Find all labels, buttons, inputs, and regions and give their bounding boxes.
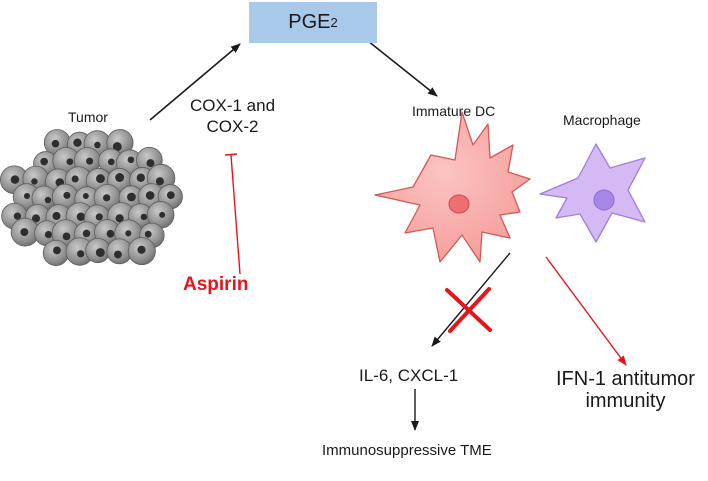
tumor-cell-nucleus	[95, 213, 103, 221]
tumor-cell-nucleus	[125, 230, 132, 237]
block-x-mark	[445, 287, 492, 333]
aspirin-label: Aspirin	[183, 274, 249, 295]
tumor-cell-nucleus	[106, 229, 115, 238]
tumor-cell-nucleus	[127, 192, 136, 202]
tumor-cell-cluster	[0, 129, 183, 267]
immature-dc-cell-icon	[374, 111, 531, 263]
macrophage-label: Macrophage	[563, 112, 641, 128]
pge2-subscript: 2	[330, 15, 338, 30]
arrow-pge2-to-dc	[357, 32, 438, 97]
tumor-cell-nucleus	[82, 192, 89, 199]
tme-label: Immunosuppressive TME	[322, 442, 492, 459]
tumor-cell-nucleus	[107, 158, 115, 166]
tumor-cell-nucleus	[31, 178, 38, 185]
tumor-cell-nucleus	[44, 231, 53, 239]
tumor-cell-nucleus	[146, 159, 155, 168]
tumor-cell-nucleus	[145, 191, 155, 200]
tumor-cell-nucleus	[23, 192, 31, 200]
tumor-cell-nucleus	[155, 177, 164, 186]
tumor-label: Tumor	[68, 109, 108, 125]
tumor-cell-nucleus	[10, 175, 20, 184]
macrophage-cell-icon	[539, 143, 646, 243]
dc-nucleus	[448, 194, 470, 214]
tumor-cell-nucleus	[40, 157, 48, 166]
tumor-cell-nucleus	[140, 213, 148, 221]
tumor-cell-nucleus	[76, 212, 86, 222]
tumor-cell-nucleus	[73, 138, 82, 147]
tumor-cell-nucleus	[52, 211, 61, 221]
arrow-dc-to-cytokines	[431, 252, 511, 347]
pge2-label: PGE	[288, 11, 331, 33]
tumor-cell-nucleus	[112, 142, 122, 152]
immature-dc-label: Immature DC	[412, 103, 496, 119]
tumor-cell-nucleus	[20, 228, 29, 237]
tumor-cell-nucleus	[62, 232, 71, 241]
tumor-cell-nucleus	[77, 250, 85, 258]
tumor-cell-nucleus	[44, 196, 52, 204]
tumor-cell-nucleus	[13, 212, 22, 220]
tumor-cell-nucleus	[94, 141, 101, 149]
tumor-cell-nucleus	[31, 214, 41, 223]
tumor-cell-nucleus	[86, 157, 94, 165]
tumor-cell-nucleus	[144, 230, 152, 238]
cox-label-line1: COX-1 and	[190, 96, 276, 115]
aspirin-inhibition-line	[224, 153, 241, 275]
tumor-cell-nucleus	[82, 229, 91, 238]
tumor-cell-nucleus	[103, 194, 111, 202]
tumor-cell-nucleus	[51, 139, 60, 148]
macrophage-nucleus	[593, 189, 615, 211]
cox-label-line2: COX-2	[206, 117, 259, 136]
tumor-cell-nucleus	[137, 245, 146, 254]
tumor-cell-nucleus	[95, 174, 105, 184]
tumor-cell-nucleus	[136, 173, 146, 182]
tumor-cell-nucleus	[95, 248, 105, 257]
cox-label: COX-1 and COX-2	[190, 95, 275, 137]
tumor-cell-nucleus	[114, 250, 122, 259]
tumor-cell-nucleus	[63, 191, 71, 199]
tumor-cell-nucleus	[166, 191, 175, 200]
tumor-cell-nucleus	[159, 211, 166, 218]
tumor-cell-nucleus	[115, 173, 125, 183]
tumor-cell-nucleus	[115, 214, 124, 223]
tumor-cell-nucleus	[53, 246, 61, 255]
arrow-dc-to-ifn1	[545, 256, 627, 366]
ifn1-label: IFN-1 antitumor immunity	[556, 368, 695, 412]
tumor-cell-nucleus	[71, 175, 79, 183]
ifn1-label-line2: immunity	[585, 390, 666, 412]
tumor-cell-nucleus	[127, 156, 135, 164]
cytokines-label: IL-6, CXCL-1	[359, 366, 459, 385]
ifn1-label-line1: IFN-1 antitumor	[556, 368, 695, 390]
arrow-tumor-to-pge2	[149, 43, 241, 121]
tumor-cell-nucleus	[66, 158, 74, 166]
